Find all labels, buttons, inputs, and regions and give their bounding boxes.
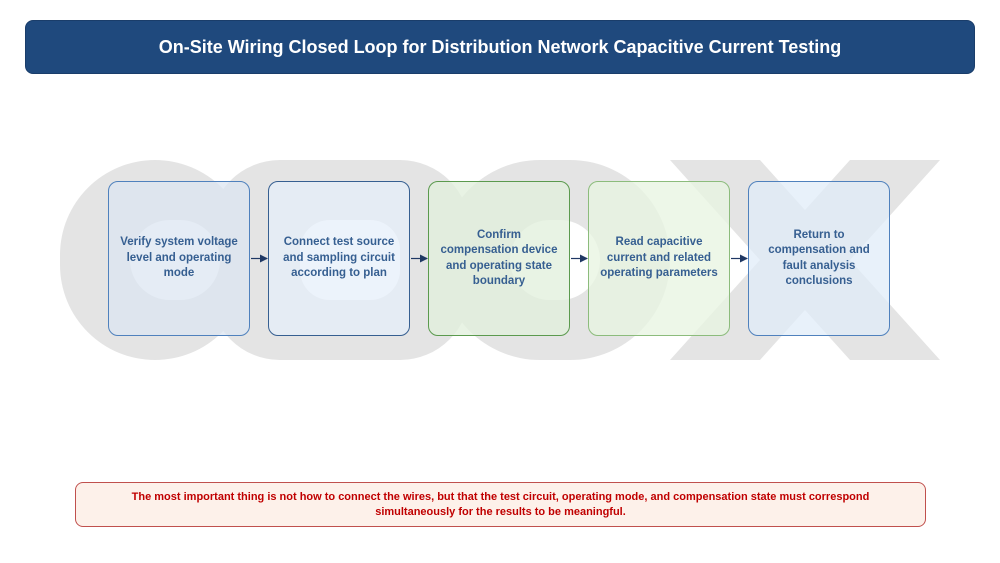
step-verify-voltage: Verify system voltage level and operatin… [108,181,250,336]
step-label: Connect test source and sampling circuit… [283,236,395,280]
key-note-callout: The most important thing is not how to c… [75,482,926,527]
step-label: Read capacitive current and related oper… [600,236,718,280]
page-title: On-Site Wiring Closed Loop for Distribut… [25,20,975,74]
step-return-to-conclusions: Return to compensation and fault analysi… [748,181,890,336]
step-label: Verify system voltage level and operatin… [120,236,238,280]
key-note-text: The most important thing is not how to c… [131,490,870,518]
step-connect-source: Connect test source and sampling circuit… [268,181,410,336]
step-read-capacitive-current: Read capacitive current and related oper… [588,181,730,336]
step-confirm-compensation: Confirm compensation device and operatin… [428,181,570,336]
step-label: Confirm compensation device and operatin… [440,228,558,288]
step-label: Return to compensation and fault analysi… [768,228,870,288]
